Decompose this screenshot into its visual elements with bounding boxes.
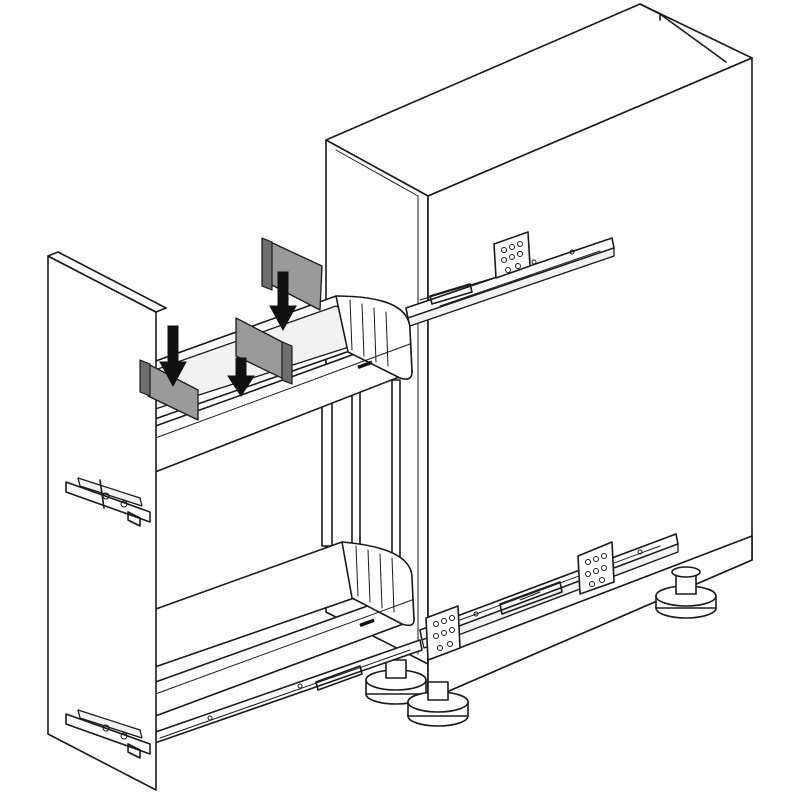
door-panel [47, 251, 167, 791]
basket-runner [149, 639, 423, 745]
divider-panel [261, 237, 323, 311]
foot [655, 566, 717, 619]
door-top-edge [47, 251, 167, 313]
frame-upright-rear [391, 379, 401, 573]
leveling-feet [365, 566, 717, 727]
down-arrow-icon [227, 357, 255, 397]
door-bracket-lower [65, 709, 151, 759]
frame-upright-rear [351, 391, 361, 549]
brand-mark [359, 618, 375, 627]
insertion-arrows [159, 271, 297, 397]
cabinet-top-groove [659, 13, 727, 63]
brand-mark [357, 360, 373, 369]
frame-upright-rear [321, 397, 333, 547]
down-arrow-icon [159, 325, 187, 388]
divider-panel [139, 359, 199, 421]
basket-dividers [139, 237, 323, 421]
runner-bracket [577, 541, 615, 595]
runner-bracket [425, 605, 461, 661]
foot [407, 681, 469, 727]
upper-runner [405, 231, 615, 327]
runner-bracket [493, 231, 531, 279]
down-arrow-icon [269, 271, 297, 332]
divider-panel [235, 317, 293, 385]
door-bracket-upper [65, 477, 151, 527]
door-brackets [65, 477, 151, 759]
lower-runner [419, 533, 679, 661]
cabinet-edge-inner [335, 149, 419, 655]
